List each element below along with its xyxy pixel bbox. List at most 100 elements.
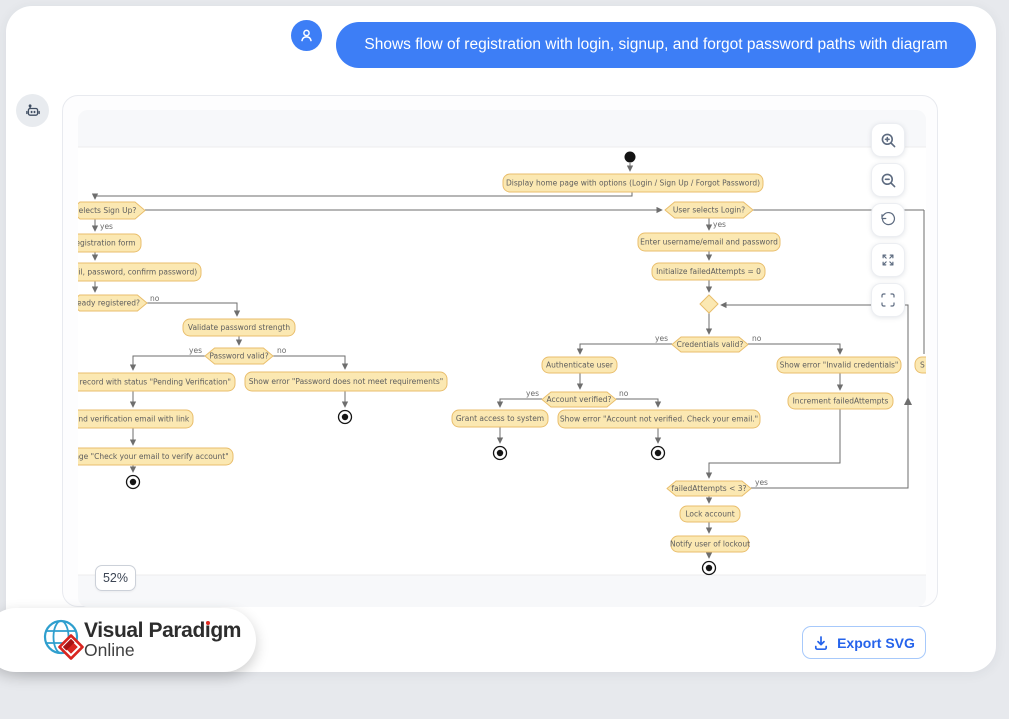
registration-form-node[interactable] <box>78 233 142 253</box>
logo-title: Visual Paradigm <box>84 619 242 643</box>
assistant-avatar <box>16 94 49 127</box>
enter-registration-details-label: ail, password, confirm password) <box>78 268 197 277</box>
init-failed-attempts-label: Initialize failedAttempts = 0 <box>656 267 761 276</box>
guard-label-no: no <box>277 346 287 355</box>
send-verification-email-node[interactable] <box>78 409 194 429</box>
failed-attempts-check-label: failedAttempts < 3? <box>672 484 747 493</box>
guard-label-no: no <box>752 334 762 343</box>
create-user-record-label: r record with status "Pending Verificati… <box>78 378 231 387</box>
credentials-valid-node[interactable] <box>671 336 749 353</box>
user-selects-signup-node[interactable] <box>78 201 146 220</box>
final-lockout-node-core <box>705 564 713 572</box>
person-icon <box>301 29 312 42</box>
expand-button[interactable] <box>871 243 905 277</box>
increment-failed-attempts-node[interactable] <box>787 392 894 410</box>
clipped-node-label: S <box>920 361 925 370</box>
flow-edge <box>91 192 633 200</box>
export-svg-button[interactable]: Export SVG <box>802 626 926 659</box>
zoom-in-button[interactable] <box>871 123 905 157</box>
already-registered-node[interactable] <box>78 294 148 312</box>
enter-registration-details-node[interactable] <box>78 262 202 282</box>
already-registered-label: eady registered? <box>78 299 140 308</box>
zoom-out-button[interactable] <box>871 163 905 197</box>
fullscreen-button[interactable] <box>871 283 905 317</box>
user-selects-login-node[interactable] <box>664 201 754 219</box>
create-user-record-node[interactable] <box>78 372 236 392</box>
reset-view-icon <box>881 212 896 226</box>
visual-paradigm-logo[interactable]: Visual Paradigm Online <box>0 608 256 672</box>
expand-icon <box>882 254 894 266</box>
lock-account-label: Lock account <box>685 510 734 519</box>
error-account-not-verified-label: Show error "Account not verified. Check … <box>560 415 758 424</box>
merge-node[interactable] <box>699 294 719 314</box>
clipped-node-node[interactable] <box>914 356 926 374</box>
password-valid-label: Password valid? <box>209 352 268 361</box>
notify-lockout-node[interactable] <box>670 535 750 553</box>
final-signup-node-core <box>129 478 137 486</box>
validate-password-label: Validate password strength <box>188 323 290 332</box>
zoom-out-icon <box>881 173 895 187</box>
error-password-requirements-label: Show error "Password does not meet requi… <box>249 377 443 386</box>
authenticate-user-label: Authenticate user <box>546 361 614 370</box>
guard-label-no: no <box>619 389 629 398</box>
guard-label-no: no <box>150 294 160 303</box>
error-invalid-credentials-node[interactable] <box>776 356 902 374</box>
guard-label-yes: yes <box>655 334 668 343</box>
zoom-level-text: 52% <box>102 571 129 585</box>
fullscreen-icon <box>881 293 895 307</box>
failed-attempts-check-node[interactable] <box>666 480 752 497</box>
diagram-toolbar <box>871 123 907 317</box>
credentials-valid-label: Credentials valid? <box>677 340 744 349</box>
enter-credentials-label: Enter username/email and password <box>640 238 778 247</box>
grant-access-node[interactable] <box>451 409 549 428</box>
logo-subtitle: Online <box>84 639 135 660</box>
final-not-verified-node-core <box>654 449 662 457</box>
grant-access-label: Grant access to system <box>456 414 544 423</box>
zoom-in-icon <box>881 133 895 147</box>
start-node[interactable] <box>624 151 636 163</box>
flow-edge <box>720 301 909 489</box>
activity-diagram[interactable]: Display home page with options (Login / … <box>78 110 926 607</box>
error-account-not-verified-node[interactable] <box>557 409 761 429</box>
error-invalid-credentials-label: Show error "Invalid credentials" <box>780 361 899 370</box>
flow-edge <box>129 355 205 371</box>
lock-account-node[interactable] <box>679 505 741 523</box>
final-grant-node-core <box>496 449 504 457</box>
display-home-label: Display home page with options (Login / … <box>506 179 760 188</box>
registration-form-label: egistration form <box>78 239 136 248</box>
logo-text: Visual Paradigm Online <box>84 620 241 659</box>
flow-edge <box>576 343 672 355</box>
flow-edge <box>273 355 349 370</box>
user-avatar <box>291 20 322 51</box>
edge-arrowhead <box>904 397 912 405</box>
robot-icon <box>25 103 40 116</box>
flow-edge <box>616 398 662 408</box>
flow-edge <box>748 343 844 355</box>
password-valid-node[interactable] <box>204 347 274 365</box>
account-verified-label: Account verified? <box>547 395 612 404</box>
increment-failed-attempts-label: Increment failedAttempts <box>793 397 889 406</box>
error-password-requirements-node[interactable] <box>244 371 448 392</box>
flow-edge <box>146 302 241 317</box>
display-home-node[interactable] <box>502 173 764 193</box>
authenticate-user-node[interactable] <box>541 356 618 374</box>
user-selects-login-label: User selects Login? <box>673 206 745 215</box>
zoom-level-badge: 52% <box>95 565 136 591</box>
init-failed-attempts-node[interactable] <box>651 262 766 281</box>
guard-label-yes: yes <box>526 389 539 398</box>
send-verification-email-label: end verification email with link <box>78 415 190 424</box>
check-email-message-label: age "Check your email to verify account" <box>78 452 229 461</box>
account-verified-node[interactable] <box>541 391 617 408</box>
reset-view-button[interactable] <box>871 203 905 237</box>
validate-password-node[interactable] <box>182 318 296 337</box>
flow-edge <box>705 409 841 479</box>
diagram-viewport[interactable]: Display home page with options (Login / … <box>78 110 926 607</box>
guard-label-yes: yes <box>713 220 726 229</box>
guard-label-yes: yes <box>755 478 768 487</box>
enter-credentials-node[interactable] <box>637 232 781 252</box>
check-email-message-node[interactable] <box>78 447 234 466</box>
flow-edge <box>496 398 542 408</box>
export-svg-label: Export SVG <box>837 634 915 651</box>
notify-lockout-label: Notify user of lockout <box>670 540 750 549</box>
